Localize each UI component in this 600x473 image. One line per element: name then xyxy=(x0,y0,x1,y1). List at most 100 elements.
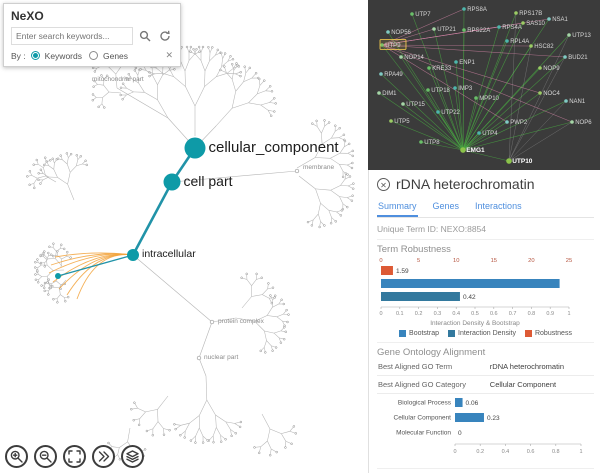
network-node-label-NOP14[interactable]: NOP14 xyxy=(404,55,424,61)
network-node-ENP1[interactable] xyxy=(454,60,458,64)
network-node-RPS4A[interactable] xyxy=(497,25,501,29)
network-node-label-UTP15[interactable]: UTP15 xyxy=(406,102,425,108)
network-node-SAS10[interactable] xyxy=(521,21,525,25)
ontology-tree-canvas[interactable] xyxy=(0,0,368,473)
network-node-label-IMP3[interactable]: IMP3 xyxy=(458,86,473,92)
tree-selected-leaf xyxy=(55,273,61,279)
network-node-PWP2[interactable] xyxy=(505,120,509,124)
network-node-label-PWP2[interactable]: PWP2 xyxy=(510,120,528,126)
network-node-label-NAN1[interactable]: NAN1 xyxy=(569,99,586,105)
network-node-RPS22A[interactable] xyxy=(462,28,466,32)
network-node-label-HSC82[interactable]: HSC82 xyxy=(534,44,554,50)
svg-text:0.9: 0.9 xyxy=(546,311,554,317)
legend-item-2: Robustness xyxy=(524,330,572,337)
fit-to-screen-button[interactable] xyxy=(63,445,86,468)
network-node-label-UTP7[interactable]: UTP7 xyxy=(415,12,431,18)
network-node-UTP9[interactable] xyxy=(380,43,384,47)
reset-icon[interactable] xyxy=(157,28,173,44)
network-node-label-KRE33[interactable]: KRE33 xyxy=(432,66,452,72)
network-node-label-UTP21[interactable]: UTP21 xyxy=(437,27,456,33)
tree-node-1[interactable] xyxy=(163,173,181,191)
tree-node-0[interactable] xyxy=(184,137,206,159)
radio-genes[interactable] xyxy=(88,51,98,60)
network-node-NOP6[interactable] xyxy=(570,120,574,124)
tab-interactions[interactable]: Interactions xyxy=(475,201,522,211)
svg-text:0.1: 0.1 xyxy=(396,311,404,317)
tree-node-2[interactable] xyxy=(127,249,139,261)
network-node-label-EMG1[interactable]: EMG1 xyxy=(466,147,485,154)
svg-text:0.6: 0.6 xyxy=(490,311,498,317)
network-node-label-ENP1[interactable]: ENP1 xyxy=(459,60,475,66)
zoom-out-button[interactable] xyxy=(34,445,57,468)
tab-genes[interactable]: Genes xyxy=(432,201,460,211)
network-node-NOP9[interactable] xyxy=(538,66,542,70)
network-node-label-NSA1[interactable]: NSA1 xyxy=(552,17,568,23)
radio-genes-label[interactable]: Genes xyxy=(102,50,129,61)
network-node-UTP5[interactable] xyxy=(389,119,393,123)
network-node-label-NOP9[interactable]: NOP9 xyxy=(543,66,560,72)
network-node-BUD21[interactable] xyxy=(563,55,567,59)
network-node-KRE33[interactable] xyxy=(427,66,431,70)
network-node-UTP13[interactable] xyxy=(567,33,571,37)
svg-text:0.8: 0.8 xyxy=(528,311,536,317)
network-node-NAN1[interactable] xyxy=(564,99,568,103)
network-node-NOP56[interactable] xyxy=(386,30,390,34)
robustness-axis-label: Interaction Density & Bootstrap xyxy=(430,320,520,327)
network-node-label-RPS22A[interactable]: RPS22A xyxy=(467,28,490,34)
network-node-UTP8[interactable] xyxy=(419,140,423,144)
network-node-RPS17B[interactable] xyxy=(514,11,518,15)
network-node-RPA49[interactable] xyxy=(379,72,383,76)
network-node-label-BUD21[interactable]: BUD21 xyxy=(568,55,588,61)
network-node-UTP4[interactable] xyxy=(477,131,481,135)
network-node-label-UTP18[interactable]: UTP18 xyxy=(431,88,450,94)
network-node-label-UTP4[interactable]: UTP4 xyxy=(482,131,498,137)
network-node-UTP15[interactable] xyxy=(401,102,405,106)
radio-keywords-label[interactable]: Keywords xyxy=(44,50,82,61)
network-node-UTP22[interactable] xyxy=(436,110,440,114)
close-icon[interactable]: ✕ xyxy=(377,177,390,191)
tab-summary[interactable]: Summary xyxy=(377,198,418,217)
network-node-label-UTP9[interactable]: UTP9 xyxy=(385,43,401,49)
network-node-UTP18[interactable] xyxy=(426,88,430,92)
network-node-label-NOP6[interactable]: NOP6 xyxy=(575,120,592,126)
network-node-label-UTP22[interactable]: UTP22 xyxy=(441,110,460,116)
layers-button[interactable] xyxy=(121,445,144,468)
network-node-NSA1[interactable] xyxy=(547,17,551,21)
network-node-MPP10[interactable] xyxy=(474,96,478,100)
search-input[interactable] xyxy=(11,27,133,45)
network-node-UTP21[interactable] xyxy=(432,27,436,31)
network-node-RPS8A[interactable] xyxy=(462,7,466,11)
network-node-label-DIM1[interactable]: DIM1 xyxy=(382,91,397,97)
network-node-HSC82[interactable] xyxy=(529,44,533,48)
network-node-UTP7[interactable] xyxy=(410,12,414,16)
network-node-label-UTP8[interactable]: UTP8 xyxy=(424,140,440,146)
network-node-EMG1[interactable] xyxy=(460,147,466,153)
network-node-label-RPS4A[interactable]: RPS4A xyxy=(502,25,522,31)
term-title: rDNA heterochromatin xyxy=(396,176,535,192)
network-node-label-RPS17B[interactable]: RPS17B xyxy=(519,11,542,17)
gene-network-canvas[interactable]: UTP7 RPS8A RPS17B NOP56 UTP21 RPS22A RPS4A SAS1… xyxy=(368,0,600,170)
network-node-label-NOP56[interactable]: NOP56 xyxy=(391,30,411,36)
network-node-IMP3[interactable] xyxy=(453,86,457,90)
network-node-label-NOC4[interactable]: NOC4 xyxy=(543,91,560,97)
radio-keywords[interactable] xyxy=(30,51,40,60)
network-node-label-SAS10[interactable]: SAS10 xyxy=(526,21,545,27)
network-node-label-RPS8A[interactable]: RPS8A xyxy=(467,7,487,13)
network-node-label-UTP5[interactable]: UTP5 xyxy=(394,119,410,125)
zoom-in-button[interactable] xyxy=(5,445,28,468)
search-icon[interactable] xyxy=(137,28,153,44)
network-node-NOC4[interactable] xyxy=(538,91,542,95)
network-node-label-UTP13[interactable]: UTP13 xyxy=(572,33,591,39)
collapse-tree-button[interactable] xyxy=(92,445,115,468)
network-node-RPL4A[interactable] xyxy=(505,39,509,43)
network-node-label-RPL4A[interactable]: RPL4A xyxy=(510,39,529,45)
network-node-label-MPP10[interactable]: MPP10 xyxy=(479,96,499,102)
network-node-label-UTP10[interactable]: UTP10 xyxy=(512,158,533,165)
network-node-UTP10[interactable] xyxy=(506,158,512,164)
clear-icon[interactable]: ✕ xyxy=(165,50,173,60)
network-node-label-RPA49[interactable]: RPA49 xyxy=(384,72,403,78)
biological-process-heading: Biological Process xyxy=(377,468,594,473)
network-node-DIM1[interactable] xyxy=(377,91,381,95)
network-node-NOP14[interactable] xyxy=(399,55,403,59)
